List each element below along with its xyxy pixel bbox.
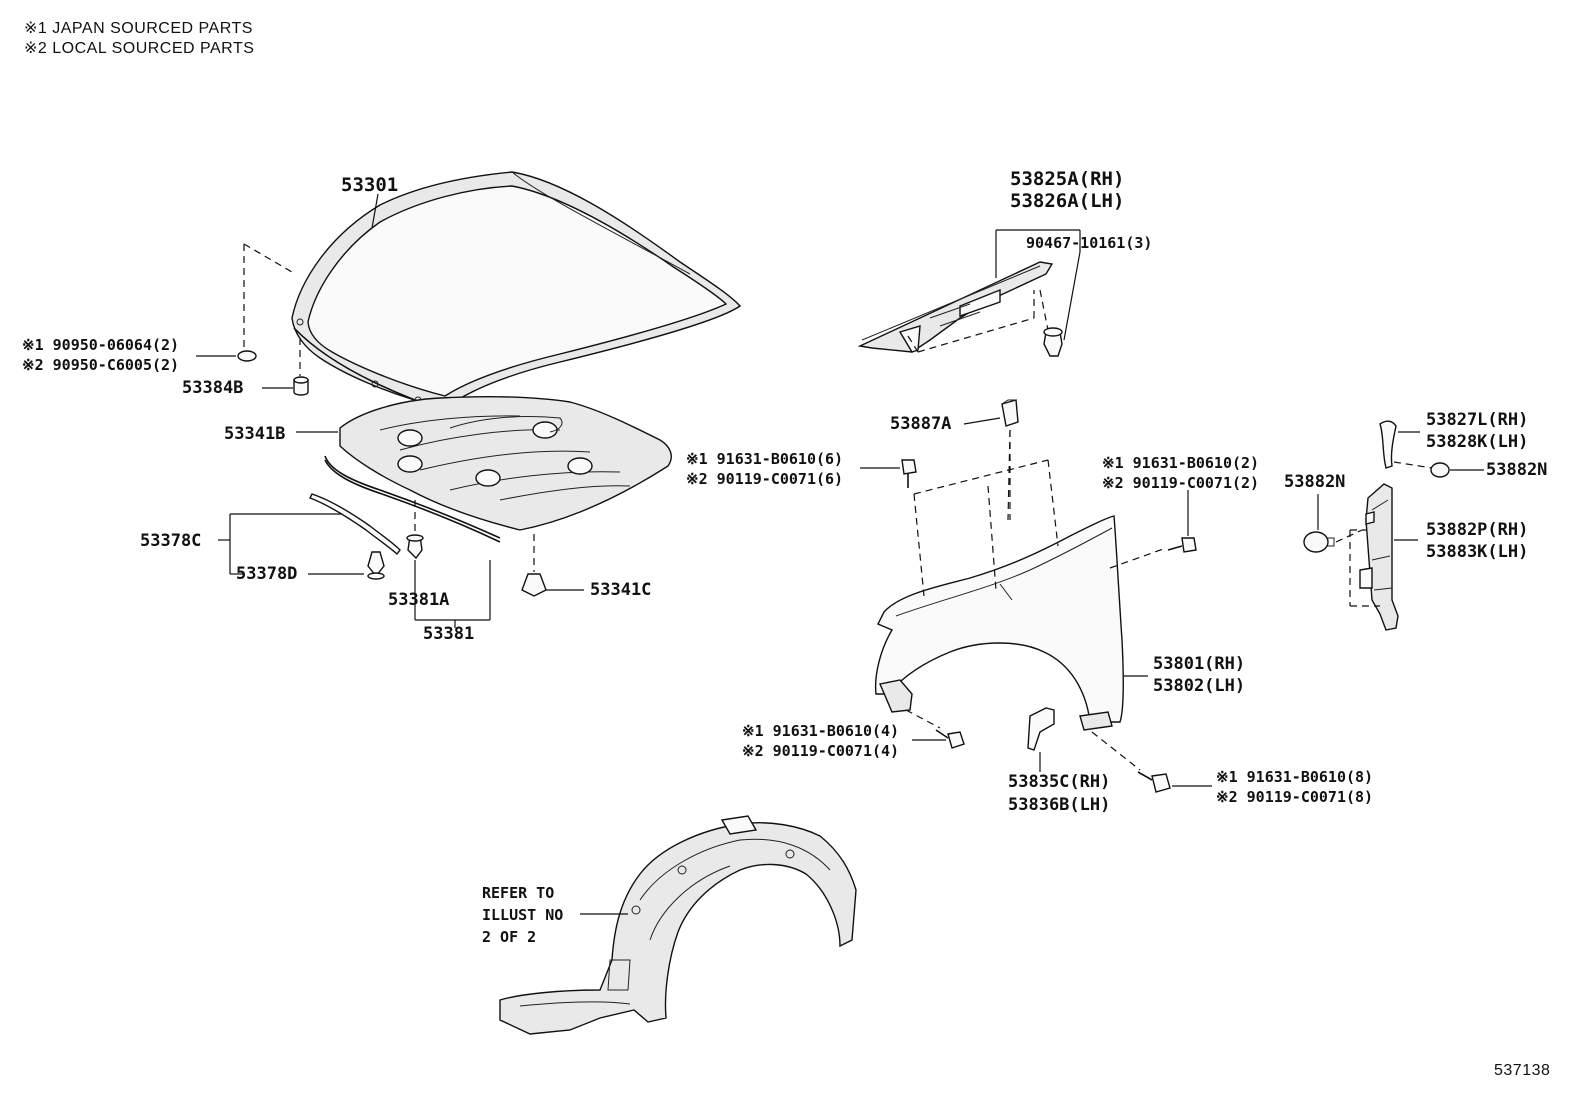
label-nut-japan: ※1 90950-06064(2) xyxy=(22,336,180,354)
cowl-panel[interactable] xyxy=(857,261,1054,353)
cowl-clip[interactable] xyxy=(1043,327,1063,357)
label-clip-a: 53381A xyxy=(388,590,450,610)
hood-insulator[interactable] xyxy=(339,396,672,531)
label-retainer: 53341C xyxy=(590,580,652,600)
label-clip: 53381 xyxy=(423,624,475,644)
label-seal-nut: 53882N xyxy=(1486,460,1548,480)
label-refer-line3: 2 OF 2 xyxy=(482,928,537,946)
rear-seal[interactable] xyxy=(1379,420,1397,469)
figure-number: 537138 xyxy=(1494,1062,1551,1079)
plug-cap[interactable] xyxy=(1303,531,1335,553)
label-refer-line1: REFER TO xyxy=(482,884,555,902)
label-bolt4-japan: ※1 91631-B0610(4) xyxy=(742,722,900,740)
fender-bracket[interactable] xyxy=(1359,483,1399,631)
label-rear-seal-rh: 53827L(RH) xyxy=(1426,410,1529,430)
seal-clip[interactable] xyxy=(367,551,385,580)
label-bolt6-local: ※2 90119-C0071(6) xyxy=(686,470,844,488)
fender-bolt-top[interactable] xyxy=(901,459,917,488)
fender-brace[interactable] xyxy=(1027,707,1055,751)
label-cushion: 53384B xyxy=(182,378,244,398)
label-insulator: 53341B xyxy=(224,424,286,444)
hood-stop-nut[interactable] xyxy=(237,350,257,362)
seal-clip-nut[interactable] xyxy=(1430,462,1450,478)
insulator-clip[interactable] xyxy=(406,534,424,560)
label-refer-line2: ILLUST NO xyxy=(482,906,564,924)
label-cowl-lh: 53826A(LH) xyxy=(1010,190,1125,212)
label-pad: 53887A xyxy=(890,414,952,434)
note-japan-sourced: ※1 JAPAN SOURCED PARTS xyxy=(24,20,253,37)
hood-seal-strip[interactable] xyxy=(324,455,501,543)
label-bolt2-local: ※2 90119-C0071(2) xyxy=(1102,474,1260,492)
fender-bolt-side[interactable] xyxy=(1167,537,1197,553)
fender-pad[interactable] xyxy=(1001,399,1019,427)
front-fender[interactable] xyxy=(874,515,1125,731)
label-seal-d: 53378D xyxy=(236,564,298,584)
label-rear-seal-lh: 53828K(LH) xyxy=(1426,432,1529,452)
note-local-sourced: ※2 LOCAL SOURCED PARTS xyxy=(24,40,255,57)
fender-bolt-rear[interactable] xyxy=(1137,771,1171,793)
hood-panel[interactable] xyxy=(291,171,742,413)
label-hood: 53301 xyxy=(341,174,399,196)
label-brace-lh: 53836B(LH) xyxy=(1008,795,1111,815)
label-fender-rh: 53801(RH) xyxy=(1153,654,1246,674)
label-nut-local: ※2 90950-C6005(2) xyxy=(22,356,180,374)
label-bolt6-japan: ※1 91631-B0610(6) xyxy=(686,450,844,468)
label-bolt8-japan: ※1 91631-B0610(8) xyxy=(1216,768,1374,786)
label-bracket-rh: 53882P(RH) xyxy=(1426,520,1529,540)
insulator-retainer[interactable] xyxy=(521,573,547,597)
label-brace-rh: 53835C(RH) xyxy=(1008,772,1111,792)
label-bracket-lh: 53883K(LH) xyxy=(1426,542,1529,562)
hood-cushion[interactable] xyxy=(293,376,309,396)
label-cowl-clip: 90467-10161(3) xyxy=(1026,234,1153,252)
label-bolt8-local: ※2 90119-C0071(8) xyxy=(1216,788,1374,806)
fender-bolt-lower[interactable] xyxy=(935,729,965,749)
label-plug: 53882N xyxy=(1284,472,1346,492)
label-seal-c: 53378C xyxy=(140,531,202,551)
label-bolt4-local: ※2 90119-C0071(4) xyxy=(742,742,900,760)
label-cowl-rh: 53825A(RH) xyxy=(1010,168,1125,190)
front-seal[interactable] xyxy=(309,493,401,556)
fender-liner[interactable] xyxy=(499,815,857,1035)
label-fender-lh: 53802(LH) xyxy=(1153,676,1246,696)
label-bolt2-japan: ※1 91631-B0610(2) xyxy=(1102,454,1260,472)
